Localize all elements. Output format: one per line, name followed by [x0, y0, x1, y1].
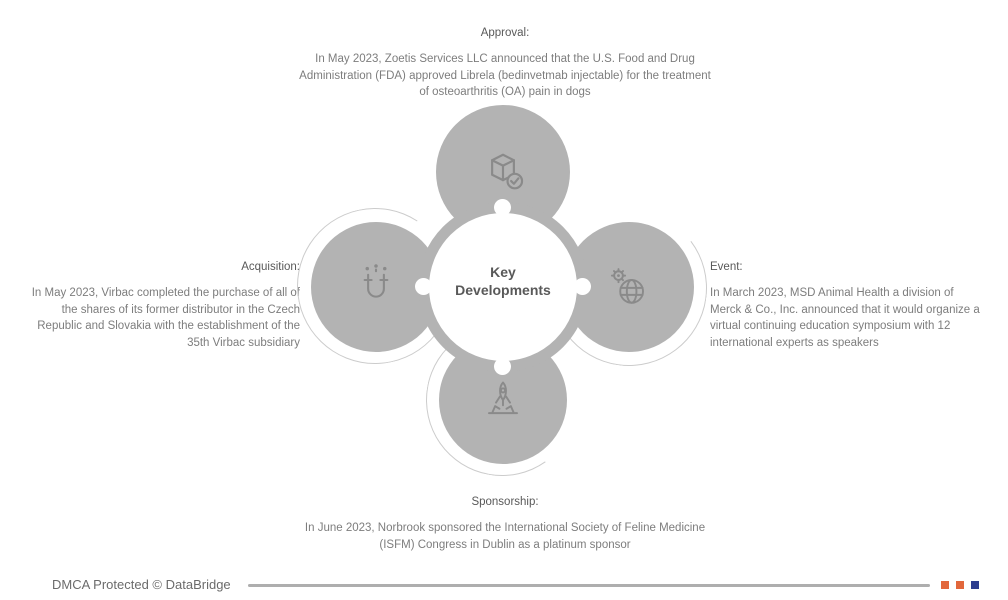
sponsorship-heading: Sponsorship:	[471, 496, 539, 508]
gear-globe-icon	[610, 268, 644, 304]
event-text-block: Event: In March 2023, MSD Animal Health …	[710, 261, 980, 352]
cube-approved-icon	[491, 153, 524, 190]
connector-dot-left	[415, 278, 432, 295]
dmca-notice: DMCA Protected © DataBridge	[52, 577, 231, 592]
rocket-launch-icon	[488, 381, 518, 415]
acquisition-text-block: Acquisition: In May 2023, Virbac complet…	[16, 261, 300, 352]
magnet-attract-icon	[363, 264, 389, 298]
sponsorship-body: In June 2023, Norbrook sponsored the Int…	[304, 522, 706, 551]
connector-dot-bottom	[494, 358, 511, 375]
brand-squares	[941, 581, 979, 589]
footer-divider	[248, 584, 930, 587]
brand-square	[971, 581, 979, 589]
brand-square	[941, 581, 949, 589]
approval-text-block: Approval: In May 2023, Zoetis Services L…	[296, 27, 714, 101]
acquisition-body: In May 2023, Virbac completed the purcha…	[31, 287, 300, 350]
event-body: In March 2023, MSD Animal Health a divis…	[710, 287, 980, 350]
acquisition-heading: Acquisition:	[241, 261, 300, 273]
approval-heading: Approval:	[480, 27, 530, 39]
brand-square	[956, 581, 964, 589]
center-label: Key Developments	[455, 264, 551, 299]
connector-dot-right	[574, 278, 591, 295]
sponsorship-text-block: Sponsorship: In June 2023, Norbrook spon…	[294, 496, 716, 553]
approval-body: In May 2023, Zoetis Services LLC announc…	[299, 53, 711, 99]
event-heading: Event:	[710, 261, 743, 273]
connector-dot-top	[494, 199, 511, 216]
